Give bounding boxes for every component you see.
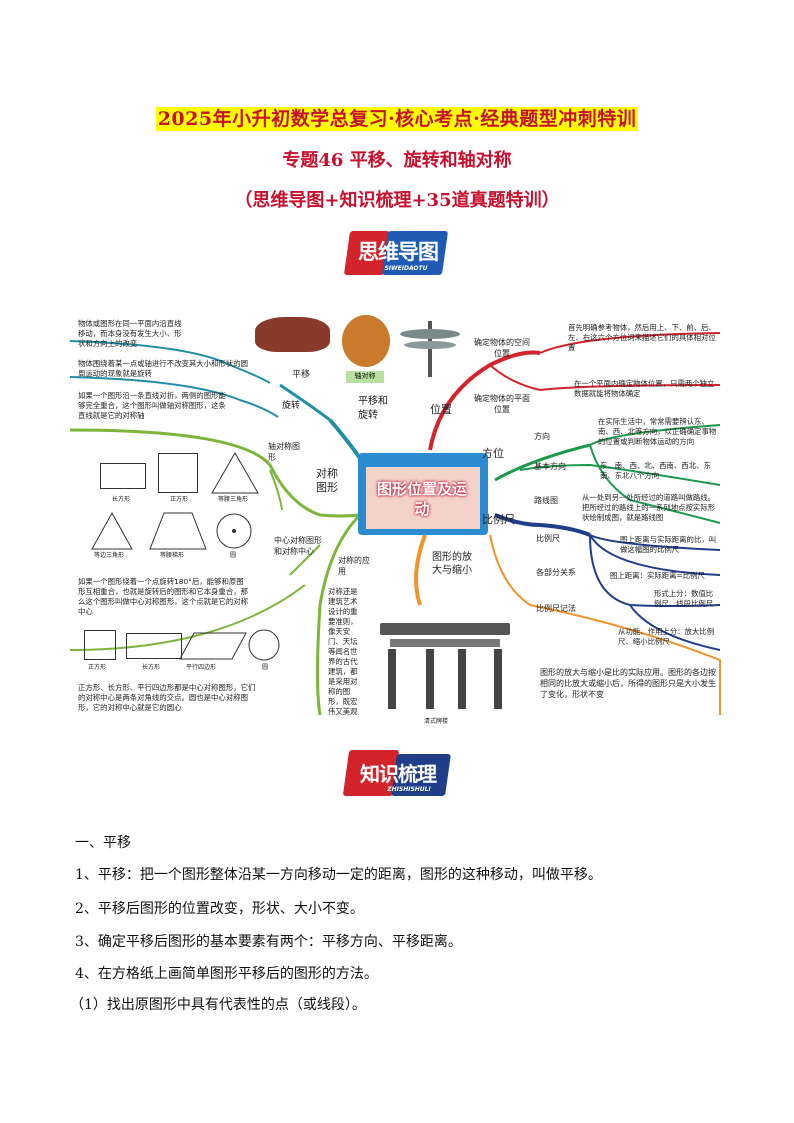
knowledge-item: 4、在方格纸上画简单图形平移后的图形的方法。 [75,966,378,982]
parts-note: 图上距离：实际距离=比例尺 [610,571,705,580]
form-note-1: 形式上分：数值比例尺、线段比例尺 [654,589,714,608]
plane-note: 在一个平面内确定物体位置，只需两个独立数据就能将物体确定 [574,379,715,398]
branch-rotate: 旋转 [282,401,301,411]
scale-note: 图上距离与实际距离的比，叫做这幅图的比例尺 [620,535,717,554]
route-note: 从一处到另一处所经过的道路叫做路线。把所经过的路线上的一系列地点按实际形状绘制成… [582,493,716,522]
branch-enlarge: 图形的放大与缩小 [432,552,472,576]
branch-translate-rotate: 平移和旋转 [358,396,388,421]
branch-central-sym: 中心对称图形和对称中心 [274,536,322,556]
knowledge-badge-cn: 知识梳理 [360,762,437,786]
dir-note: 在实际生活中，常常需要辨认东、南、西、北等方向，以正确确定事物的位置或判断物体运… [598,417,717,446]
mind-map-lines [70,332,721,716]
center-node-label: 图形位置及运动 [376,480,467,518]
branch-translate: 平移 [292,370,311,380]
translate-note: 物体或图形在同一平面内沿直线移动，而本身没有发生大小、形状和方向上的改变 [78,319,182,348]
central-note-2: 正方形、长方形、平行四边形都是中心对称图形，它们的对称中心是两条对角线的交点。圆… [78,683,256,712]
axis-note: 如果一个图形沿一条直线对折，两侧的图形能够完全重合，这个图形叫做轴对称图形，这条… [78,391,226,420]
branch-pos-plane: 确定物体的平面位置 [474,394,530,414]
knowledge-badge: 知识梳理 ZHISHISHULI [342,750,451,802]
axis-shape-label: 正方形 [170,496,189,503]
branch-sym-app: 对称的应用 [338,556,370,576]
space-note: 首先明确参考物体，然后用上、下、前、后、左、右这六个方位词来描述它们的具体相对位… [568,323,716,352]
title-line-3: （思维导图+知识梳理+35道真题特训） [234,190,560,211]
knowledge-item: 2、平移后图形的位置改变，形状、大小不变。 [75,901,364,917]
branch-dir-route: 路线图 [534,496,558,505]
branch-scale-parts: 各部分关系 [536,568,576,577]
gate-picture-icon [370,619,520,715]
axis-shape-label: 等腰三角形 [218,496,249,503]
branch-scale-def: 比例尺 [536,534,560,543]
axis-picture-label: 轴对称 [346,371,384,383]
rotate-note: 物体围绕着某一点或轴进行不改变其大小和形状的圆周运动的现象就是旋转 [78,359,248,378]
axis-shape-label: 等腰梯形 [160,552,185,559]
branch-scale-notation: 比例尺记法 [536,604,576,613]
branch-scale: 比例尺 [482,513,515,526]
branch-dir-basic: 基本方向 [534,462,566,471]
branch-axis-sym: 轴对称图形 [268,442,300,462]
title-line-1: 2025年小升初数学总复习·核心考点·经典题型冲刺特训 [155,107,639,131]
basic-note: 东、南、西、北、西南、西北、东南、东北八个方向 [600,461,711,480]
form-note-2: 从功能、作用上分：放大比例尺、缩小比例尺 [618,627,715,646]
central-shape-label: 长方形 [142,664,161,671]
knowledge-item: 3、确定平移后图形的基本要素有两个：平移方向、平移距离。 [75,934,462,950]
axis-shape-label: 等边三角形 [94,552,125,559]
branch-direction: 方位 [482,447,504,460]
central-shape-label: 圆 [262,664,269,671]
mindmap-badge-cn: 思维导图 [358,240,439,264]
dragonfly-picture-icon [400,319,460,379]
mindmap-badge-py: SIWEIDAOTU [384,265,428,272]
knowledge-badge-py: ZHISHISHULI [387,786,431,793]
axis-shape-label: 长方形 [112,496,131,503]
crab-picture-icon [342,315,390,367]
mindmap-badge: 思维导图 SIWEIDAOTU [343,229,449,283]
central-note: 如果一个图形绕着一个点旋转180°后，能够和原图形互相重合，也就是旋转后的图形和… [78,577,248,616]
branch-pos-space: 确定物体的空间位置 [474,338,530,358]
branch-dir-dir: 方向 [534,432,550,441]
mind-map: 轴对称 图形位置及运动 物体或图形在同一平面内沿直线移动，而本身没有发生大小、形… [70,305,730,730]
section-heading: 一、平移 [75,835,131,851]
central-shape-label: 正方形 [88,664,107,671]
knowledge-item: （1）找出原图形中具有代表性的点（或线段）。 [70,997,366,1013]
mask-picture-icon [255,317,330,352]
axis-shape-label: 圆 [230,552,237,559]
branch-symmetry: 对称图形 [316,467,338,494]
branch-position: 位置 [430,403,452,416]
central-shape-label: 平行四边形 [186,664,217,671]
center-node: 图形位置及运动 [358,453,488,535]
app-note: 对称还是建筑艺术设计的重要准则，像天安门、天坛等闻名世界的古代建筑，都是采用对称… [328,587,358,716]
knowledge-item: 1、平移：把一个图形整体沿某一方向移动一定的距离，图形的这种移动，叫做平移。 [75,867,602,883]
gate-caption: 清式牌楼 [424,718,449,725]
enlarge-note: 图形的放大与缩小是比的实际应用。图形的各边按相同的比放大或缩小后，所得的图形只是… [540,668,716,699]
title-line-2: 专题46 平移、旋转和轴对称 [282,150,512,171]
